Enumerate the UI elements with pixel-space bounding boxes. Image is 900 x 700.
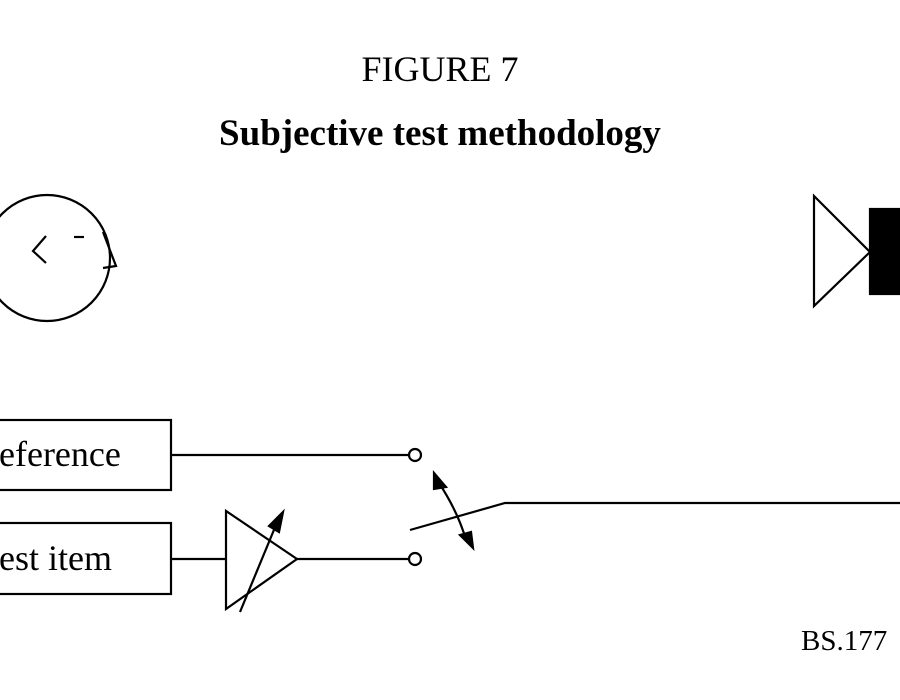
- loudspeaker-icon: [812, 193, 900, 309]
- figure-number: FIGURE 7: [361, 49, 519, 89]
- variable-amplifier-icon: [224, 508, 299, 613]
- figure-reference-code: BS.177: [801, 625, 887, 657]
- listener-head-icon: [0, 193, 118, 323]
- figure-title: Subjective test methodology: [219, 113, 661, 154]
- test-item-label: est item: [0, 538, 112, 578]
- switch-contact-reference: [407, 447, 423, 463]
- switch-contact-test: [407, 551, 423, 567]
- reference-block: eference: [0, 418, 173, 492]
- selector-switch-icon: [409, 470, 900, 552]
- reference-label: eference: [0, 434, 121, 474]
- test-item-block: est item: [0, 521, 173, 596]
